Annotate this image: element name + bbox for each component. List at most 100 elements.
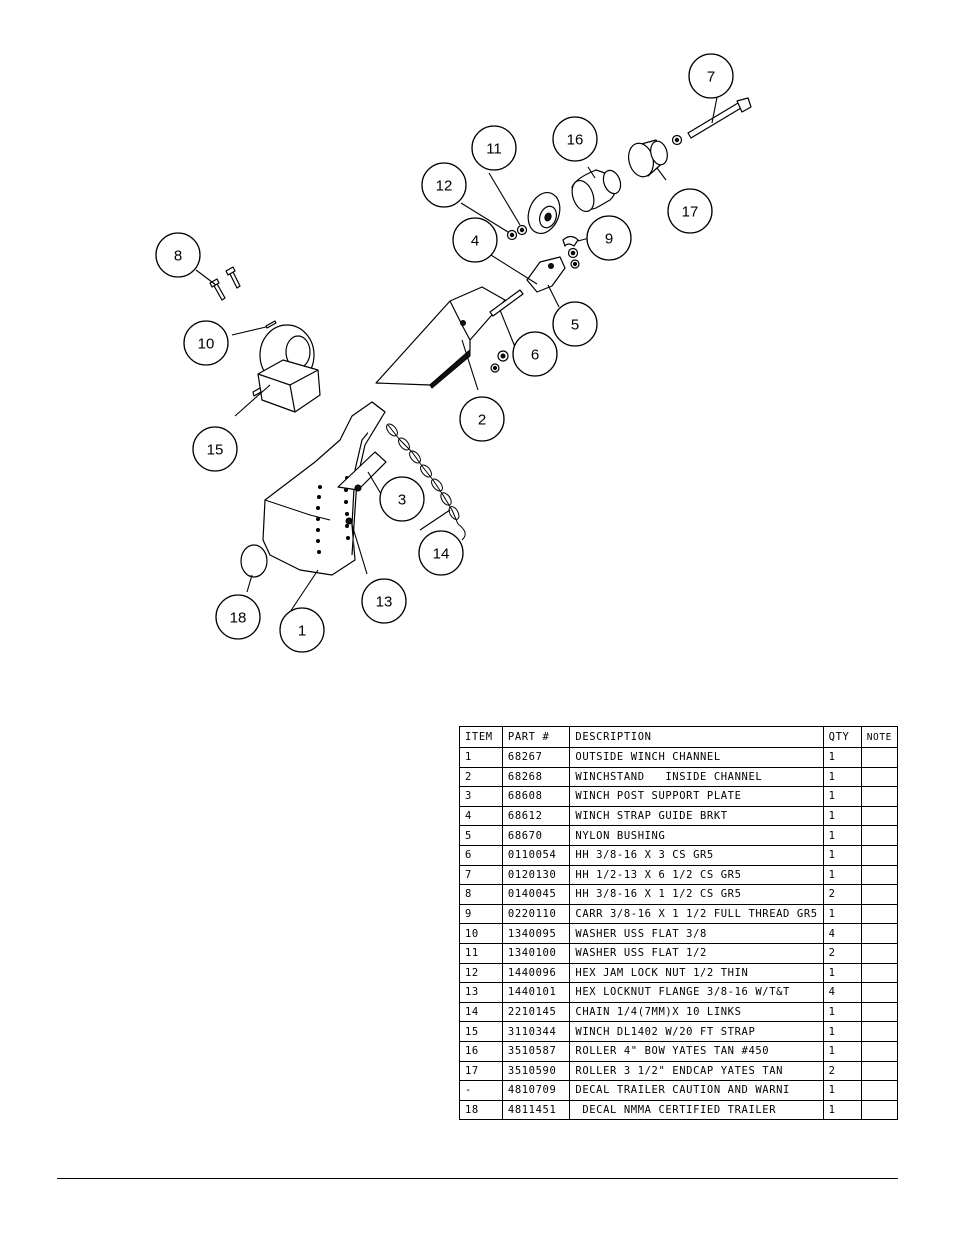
part-outside-winch-channel xyxy=(262,401,386,576)
part-support-plate xyxy=(337,451,387,491)
cell-note xyxy=(860,786,899,807)
cell-item: 13 xyxy=(459,982,503,1003)
callout-14: 14 xyxy=(418,530,464,576)
cell-item: 3 xyxy=(459,786,503,807)
table-header-row: ITEM PART # DESCRIPTION QTY NOTE xyxy=(459,726,899,748)
cell-description: HEX JAM LOCK NUT 1/2 THIN xyxy=(569,962,824,984)
cell-description: ROLLER 3 1/2" ENDCAP YATES TAN xyxy=(569,1060,824,1082)
footer-rule xyxy=(57,1178,898,1179)
cell-item: 2 xyxy=(459,766,503,788)
cell-note xyxy=(860,747,899,768)
cell-note xyxy=(860,1099,899,1121)
cell-part-number: 68608 xyxy=(501,786,571,807)
svg-text:9: 9 xyxy=(605,231,613,248)
cell-qty: 1 xyxy=(822,1001,862,1023)
cell-part-number: 68267 xyxy=(501,747,571,768)
cell-note xyxy=(860,864,899,886)
callout-6: 6 xyxy=(512,331,558,377)
header-part-number: PART # xyxy=(501,726,571,748)
callout-17: 17 xyxy=(667,188,713,234)
cell-part-number: 4811451 xyxy=(501,1099,571,1121)
cell-description: WINCH STRAP GUIDE BRKT xyxy=(569,805,824,827)
cell-description: DECAL NMMA CERTIFIED TRAILER xyxy=(569,1099,824,1121)
cell-part-number: 1440101 xyxy=(501,982,571,1003)
svg-text:16: 16 xyxy=(567,132,584,149)
cell-qty: 4 xyxy=(822,982,862,1003)
cell-note xyxy=(860,805,899,827)
cell-qty: 2 xyxy=(822,942,862,964)
cell-part-number: 1340100 xyxy=(501,942,571,964)
cell-qty: 1 xyxy=(822,1040,862,1062)
cell-part-number: 68268 xyxy=(501,766,571,788)
callout-10: 10 xyxy=(183,320,229,366)
cell-qty: 1 xyxy=(822,766,862,788)
svg-text:18: 18 xyxy=(230,610,247,627)
svg-text:14: 14 xyxy=(433,546,450,563)
cell-qty: 1 xyxy=(822,1021,862,1042)
cell-qty: 1 xyxy=(822,1099,862,1121)
svg-text:7: 7 xyxy=(707,69,715,86)
cell-item: 8 xyxy=(459,884,503,905)
callout-13: 13 xyxy=(361,578,407,624)
callout-8: 8 xyxy=(155,232,201,278)
callout-5: 5 xyxy=(552,301,598,347)
cell-part-number: 3510590 xyxy=(501,1060,571,1082)
cell-qty: 1 xyxy=(822,825,862,846)
cell-item: 6 xyxy=(459,844,503,866)
svg-text:4: 4 xyxy=(471,233,479,250)
cell-description: WINCH POST SUPPORT PLATE xyxy=(569,786,824,807)
part-bolt-seven xyxy=(687,97,752,139)
header-item: ITEM xyxy=(459,726,503,748)
part-inside-channel xyxy=(375,286,506,389)
cell-qty: 1 xyxy=(822,786,862,807)
cell-qty: 2 xyxy=(822,1060,862,1082)
cell-note xyxy=(860,825,899,846)
cell-note xyxy=(860,1080,899,1101)
cell-qty: 1 xyxy=(822,962,862,984)
header-qty: QTY xyxy=(822,726,862,748)
cell-note xyxy=(860,1001,899,1023)
cell-description: HH 3/8-16 X 3 CS GR5 xyxy=(569,844,824,866)
cell-item: 4 xyxy=(459,805,503,827)
cell-part-number: 3510587 xyxy=(501,1040,571,1062)
cell-item: 16 xyxy=(459,1040,503,1062)
cell-description: OUTSIDE WINCH CHANNEL xyxy=(569,747,824,768)
cell-description: WINCH DL1402 W/20 FT STRAP xyxy=(569,1021,824,1042)
part-long-bolt xyxy=(489,289,524,317)
callout-2: 2 xyxy=(459,396,505,442)
svg-text:17: 17 xyxy=(682,204,699,221)
cell-qty: 1 xyxy=(822,864,862,886)
cell-qty: 2 xyxy=(822,884,862,905)
cell-description: HH 1/2-13 X 6 1/2 CS GR5 xyxy=(569,864,824,886)
cell-item: 15 xyxy=(459,1021,503,1042)
cell-description: NYLON BUSHING xyxy=(569,825,824,846)
cell-note xyxy=(860,1060,899,1082)
cell-item: 17 xyxy=(459,1060,503,1082)
cell-item: 1 xyxy=(459,747,503,768)
cell-qty: 4 xyxy=(822,923,862,944)
cell-note xyxy=(860,1040,899,1062)
part-roller-small xyxy=(527,192,561,234)
cell-description: HH 3/8-16 X 1 1/2 CS GR5 xyxy=(569,884,824,905)
cell-part-number: 4810709 xyxy=(501,1080,571,1101)
cell-description: WASHER USS FLAT 1/2 xyxy=(569,942,824,964)
svg-text:6: 6 xyxy=(531,347,539,364)
cell-description: WASHER USS FLAT 3/8 xyxy=(569,923,824,944)
cell-description: HEX LOCKNUT FLANGE 3/8-16 W/T&T xyxy=(569,982,824,1003)
